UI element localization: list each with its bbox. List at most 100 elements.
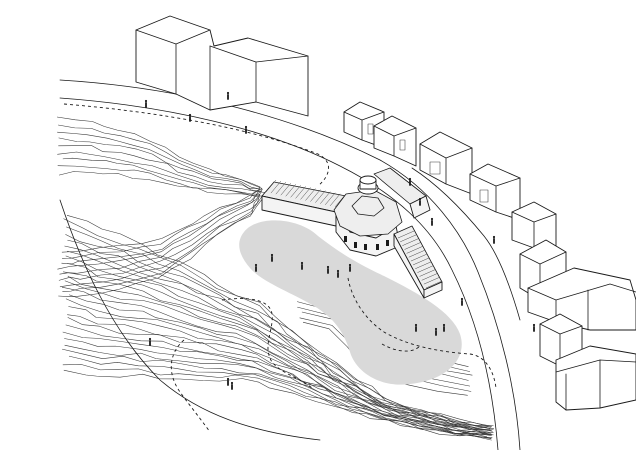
person-figure xyxy=(418,197,422,206)
house-2 xyxy=(373,115,417,167)
pavilion-northeast-wing xyxy=(373,167,431,219)
roof-hatch-line xyxy=(265,179,277,193)
grey-open-space xyxy=(239,220,462,385)
roof-hatch-line xyxy=(404,242,421,250)
contour-line xyxy=(61,286,493,432)
contour-line xyxy=(63,271,491,431)
person-figure xyxy=(460,297,464,306)
person-figure xyxy=(188,113,192,122)
house-3 xyxy=(419,131,473,195)
contour-line xyxy=(58,124,263,259)
roof-hatch-line xyxy=(270,180,282,194)
contour-line xyxy=(66,226,492,428)
pavilion-southeast-wing xyxy=(393,225,443,299)
roof-hatch-line xyxy=(295,186,306,199)
contour-line xyxy=(64,344,492,439)
footpath-west xyxy=(170,339,211,433)
person-figure xyxy=(434,327,438,336)
person-figure xyxy=(348,263,352,272)
person-figure xyxy=(492,235,496,244)
roof-hatch-line xyxy=(402,238,419,246)
contour-line xyxy=(57,137,260,270)
contour-line xyxy=(65,234,491,428)
hall-window xyxy=(364,244,367,250)
contour-line xyxy=(57,165,260,292)
person-figure xyxy=(230,381,234,390)
contour-line xyxy=(62,364,492,439)
contour-line xyxy=(58,171,265,297)
footpath-east xyxy=(347,277,497,389)
hall-window xyxy=(376,244,379,250)
roof-hatch-line xyxy=(325,192,336,205)
roof-hatch-line xyxy=(275,181,287,195)
roof-hatch-line xyxy=(305,188,316,201)
roof-hatch-line xyxy=(423,276,440,285)
person-figure xyxy=(408,177,412,186)
contour-line xyxy=(69,294,490,434)
roof-hatch-line xyxy=(285,184,296,197)
lower-road-edge xyxy=(59,199,321,441)
hall-window xyxy=(354,242,357,248)
person-figure xyxy=(430,217,434,226)
person-figure xyxy=(326,265,330,274)
street-dashed-path xyxy=(63,103,329,187)
roof-hatch-line xyxy=(408,250,425,258)
person-figure xyxy=(226,377,230,386)
contour-line xyxy=(65,298,492,434)
person-figure xyxy=(414,323,418,332)
roof-hatch-line xyxy=(425,280,443,289)
contour-line xyxy=(67,275,492,431)
large-block-north xyxy=(135,15,309,117)
hall-window xyxy=(386,240,389,246)
contour-line xyxy=(57,131,263,265)
roof-hatch-line xyxy=(300,187,311,200)
contour-line xyxy=(68,306,493,435)
roof-hatch-line xyxy=(280,183,291,196)
contour-line xyxy=(64,338,491,435)
contour-line xyxy=(57,151,265,281)
roof-hatch-line xyxy=(310,189,321,202)
contour-line xyxy=(64,245,487,429)
roof-hatch-line xyxy=(410,253,428,262)
house-7 xyxy=(527,267,636,331)
person-figure xyxy=(442,323,446,332)
contour-line xyxy=(67,314,494,435)
human-figures xyxy=(144,91,536,390)
contour-line xyxy=(64,280,490,433)
contour-line xyxy=(65,255,491,430)
person-figure xyxy=(254,263,258,272)
house-9 xyxy=(555,345,636,411)
person-figure xyxy=(148,337,152,346)
person-figure xyxy=(532,323,536,332)
contour-line xyxy=(59,157,261,288)
person-figure xyxy=(226,91,230,100)
street-inner-edge xyxy=(59,97,499,450)
person-figure xyxy=(336,269,340,278)
contour-line xyxy=(65,324,494,436)
roof-hatch-line xyxy=(400,234,417,243)
contour-line xyxy=(63,218,494,426)
contour-line xyxy=(62,348,493,438)
central-pavilion-with-wings xyxy=(261,167,443,299)
footpath-south xyxy=(381,343,421,352)
roof-hatch-line xyxy=(406,246,423,254)
roof-hatch-line xyxy=(415,261,432,269)
person-figure xyxy=(144,99,148,108)
roof-hatch-line xyxy=(412,257,430,266)
roof-hatch-line xyxy=(290,185,301,198)
person-figure xyxy=(270,253,274,262)
roof-hatch-line xyxy=(315,190,326,203)
contour-line xyxy=(56,116,261,253)
roof-hatch-line xyxy=(419,269,436,277)
roof-hatch-line xyxy=(320,191,331,204)
person-figure xyxy=(244,125,248,134)
roof-hatch-line xyxy=(421,273,438,281)
surrounding-buildings xyxy=(135,15,636,411)
roof-hatch-line xyxy=(397,230,415,239)
contour-line xyxy=(68,355,492,436)
road-edge-east xyxy=(411,167,521,321)
hall-window xyxy=(344,236,347,242)
person-figure xyxy=(300,261,304,270)
